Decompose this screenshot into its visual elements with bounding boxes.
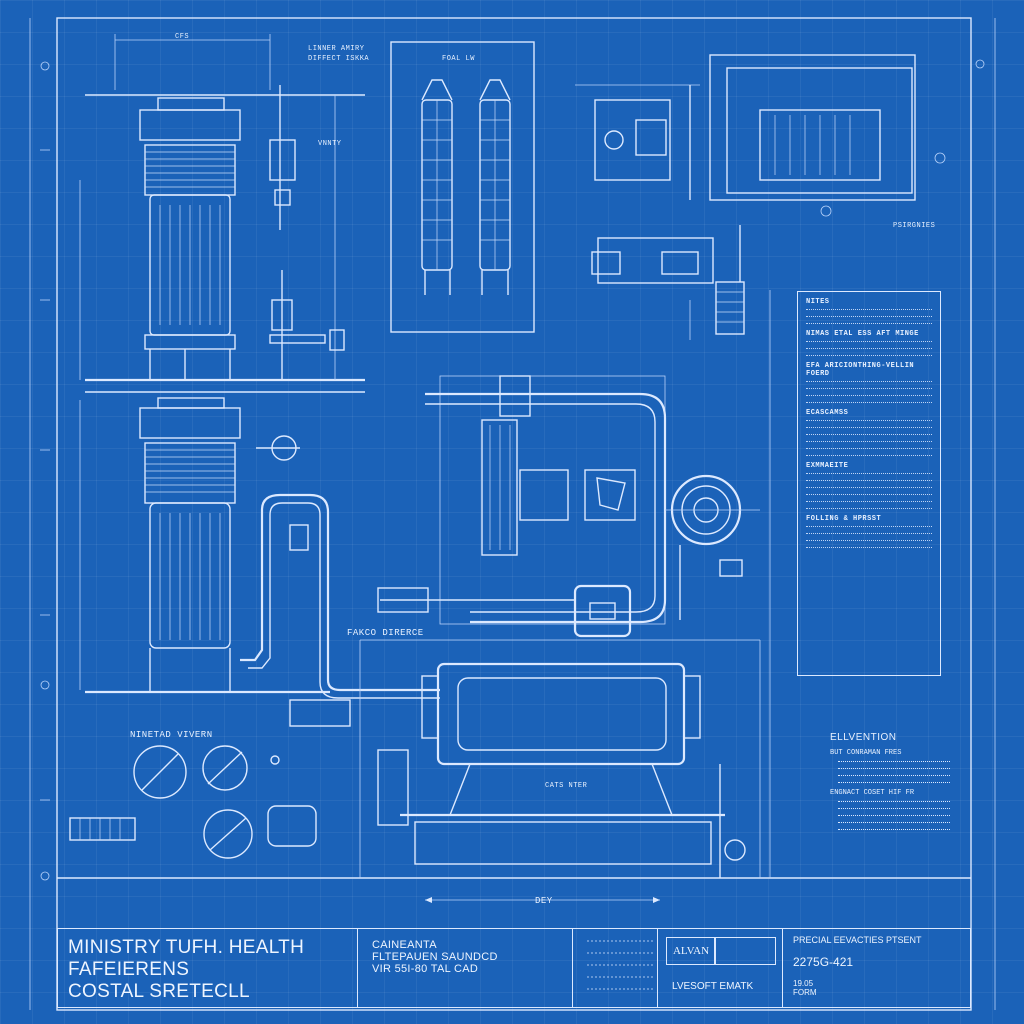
title-block: MINISTRY TUFH. HEALTH FAFEIERENS COSTAL … — [57, 928, 971, 1008]
elevation-notes: ELLVENTION BUT CONRAMAN FRES ENGNACT COS… — [830, 732, 950, 836]
column-detail-panel — [390, 41, 535, 333]
right-callout: PSIRGNIES — [893, 222, 936, 230]
top-note-label-2: DIFFECT ISKKA — [308, 55, 370, 63]
notes-section-heading: NIMAS ETAL ESS AFT MINGE — [806, 330, 919, 338]
project-line-1: CAINEANTA — [372, 939, 437, 951]
drawing-number: 2275G-421 — [793, 955, 854, 969]
bottom-scale-label: DEY — [535, 896, 553, 906]
sheet-grid — [714, 937, 776, 965]
filter-vessel-upper — [79, 34, 365, 382]
notes-panel: NITES NIMAS ETAL ESS AFT MINGE EFA ARICI… — [797, 291, 941, 676]
form-label: FORM — [793, 988, 817, 997]
valves-title: NINETAD VIVERN — [130, 730, 213, 740]
org-line-1: MINISTRY TUFH. HEALTH — [68, 937, 305, 958]
panel-title: FOAL LW — [442, 55, 475, 63]
revision-list-cell — [573, 929, 658, 1007]
project-line-2: FLTEPAUEN SAUNDCD — [372, 951, 498, 963]
revision-lines — [587, 940, 653, 990]
elevation-group-heading: BUT CONRAMAN FRES — [830, 749, 902, 757]
logo-cell: ALVAN LVESOFT EMATK — [658, 929, 783, 1007]
left-callout: VNNTY — [318, 140, 342, 148]
sheet-border — [56, 17, 972, 1011]
right-title: PRECIAL EEVACTIES PTSENT — [793, 935, 922, 945]
project-cell: CAINEANTA FLTEPAUEN SAUNDCD VIR 55I-80 T… — [358, 929, 573, 1007]
drawing-number-cell: PRECIAL EEVACTIES PTSENT 2275G-421 19.05… — [783, 929, 970, 1007]
notes-section-heading: FOLLING & HPRSST — [806, 515, 882, 523]
elevation-group-heading: ENGNACT COSET HIF FR — [830, 789, 915, 797]
motor-housing — [573, 584, 632, 638]
filter-vessel-lower — [79, 391, 440, 699]
revision-number: 19.05 — [793, 979, 814, 988]
central-process-assembly — [359, 375, 761, 878]
project-line-3: VIR 55I-80 TAL CAD — [372, 963, 479, 975]
org-cell: MINISTRY TUFH. HEALTH FAFEIERENS COSTAL … — [58, 929, 358, 1007]
pump-detail-top — [575, 54, 946, 340]
base-callout: CATS NTER — [545, 782, 588, 790]
sheet-label: LVESOFT EMATK — [672, 981, 754, 992]
notes-section-heading: ECASCAMSS — [806, 409, 849, 417]
org-line-3: COSTAL SRETECLL — [68, 981, 250, 1002]
top-scale-label: CFS — [175, 33, 190, 41]
valve-detail — [69, 699, 351, 859]
top-note-label: LINNER AMIRY — [308, 45, 365, 53]
org-line-2: FAFEIERENS — [68, 959, 190, 980]
main-tank — [436, 662, 686, 766]
notes-title: NITES — [806, 298, 830, 306]
notes-section-heading: EXMMAEITE — [806, 462, 849, 470]
notes-section-heading: EFA ARICIONTHING-VELLIN FOERD — [806, 362, 915, 378]
mid-callout: FAKCO DIRERCE — [347, 628, 424, 638]
elevation-title: ELLVENTION — [830, 732, 897, 743]
logo-box: ALVAN — [666, 937, 716, 965]
